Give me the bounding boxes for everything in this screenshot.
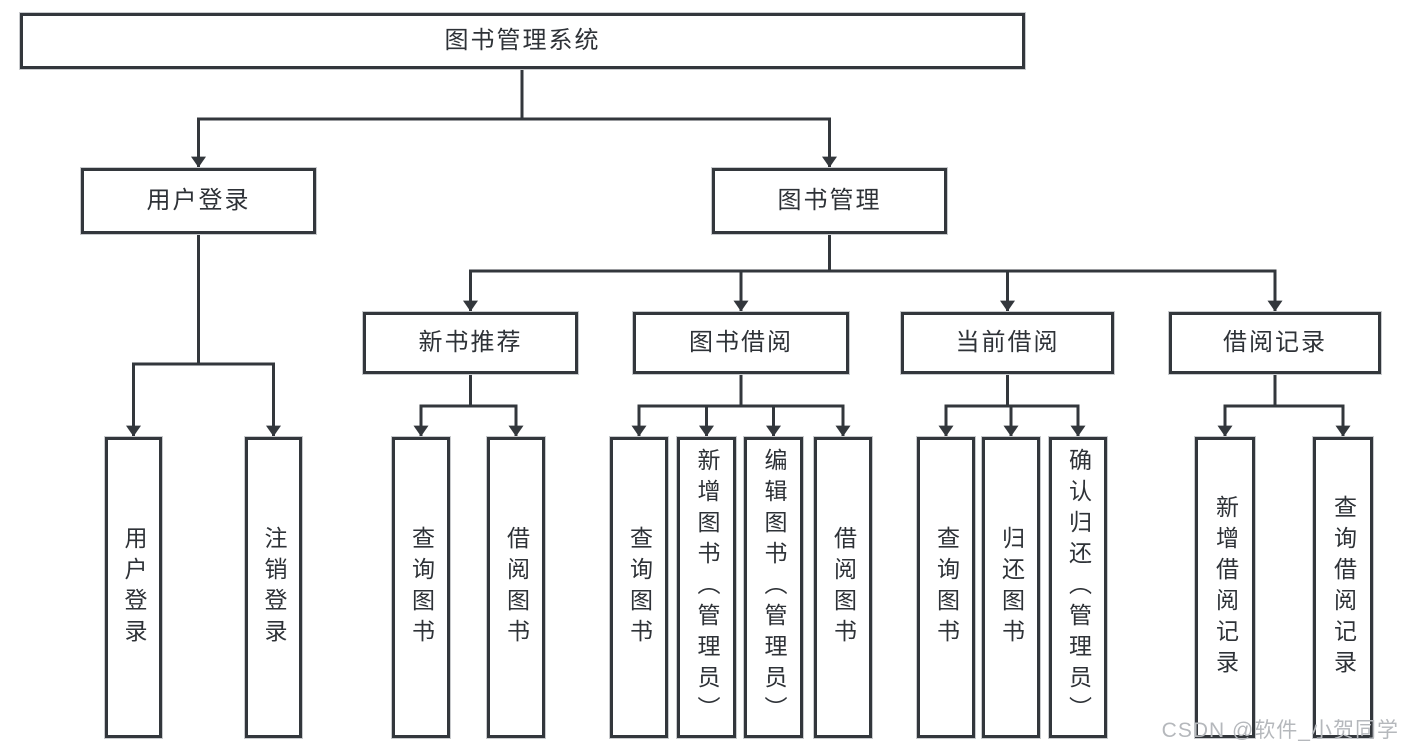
node-leaf-edit-books-admin: 编辑图书（管理员） [744, 437, 803, 738]
node-label: 新增借阅记录 [1212, 494, 1239, 681]
node-label: 新增图书（管理员） [694, 448, 720, 727]
node-label: 编辑图书（管理员） [761, 448, 787, 727]
node-label: 查询图书 [626, 525, 653, 650]
node-leaf-logout: 注销登录 [245, 437, 302, 738]
node-label: 图书管理 [777, 187, 882, 214]
node-label: 图书管理系统 [444, 27, 601, 54]
node-library-system: 图书管理系统 [20, 13, 1025, 69]
watermark: CSDN @软件_小贺同学 [1161, 719, 1399, 742]
node-leaf-add-books-admin: 新增图书（管理员） [677, 437, 736, 738]
node-leaf-user-login: 用户登录 [105, 437, 162, 738]
node-user-login: 用户登录 [81, 168, 316, 234]
node-label: 用户登录 [121, 525, 147, 650]
node-new-book-recommendation: 新书推荐 [363, 312, 578, 374]
node-book-borrowing: 图书借阅 [633, 312, 849, 374]
node-label: 用户登录 [146, 187, 251, 214]
node-leaf-add-borrow-record: 新增借阅记录 [1195, 437, 1255, 738]
node-leaf-query-books-bor: 查询图书 [610, 437, 668, 738]
node-leaf-borrow-books-rec: 借阅图书 [487, 437, 545, 738]
node-label: 借阅图书 [503, 525, 530, 650]
node-leaf-confirm-return-admin: 确认归还（管理员） [1049, 437, 1107, 738]
node-label: 图书借阅 [689, 329, 793, 356]
node-label: 当前借阅 [955, 329, 1060, 356]
node-label: 借阅图书 [830, 525, 857, 650]
node-label: 查询图书 [933, 525, 960, 650]
node-leaf-return-books: 归还图书 [982, 437, 1040, 738]
node-label: 查询借阅记录 [1330, 494, 1357, 681]
node-leaf-query-books-cur: 查询图书 [917, 437, 975, 738]
node-leaf-borrow-books-bor: 借阅图书 [814, 437, 872, 738]
node-label: 确认归还（管理员） [1065, 448, 1092, 727]
node-leaf-query-books-rec: 查询图书 [392, 437, 450, 738]
node-borrowing-records: 借阅记录 [1169, 312, 1381, 374]
node-leaf-query-borrow-record: 查询借阅记录 [1313, 437, 1373, 738]
node-current-borrowing: 当前借阅 [901, 312, 1114, 374]
node-label: 借阅记录 [1223, 329, 1327, 356]
node-label: 归还图书 [998, 525, 1025, 650]
node-label: 查询图书 [408, 525, 435, 650]
node-label: 新书推荐 [418, 329, 523, 356]
connector-group [126, 69, 1351, 437]
node-book-management: 图书管理 [712, 168, 947, 234]
node-label: 注销登录 [261, 525, 287, 650]
